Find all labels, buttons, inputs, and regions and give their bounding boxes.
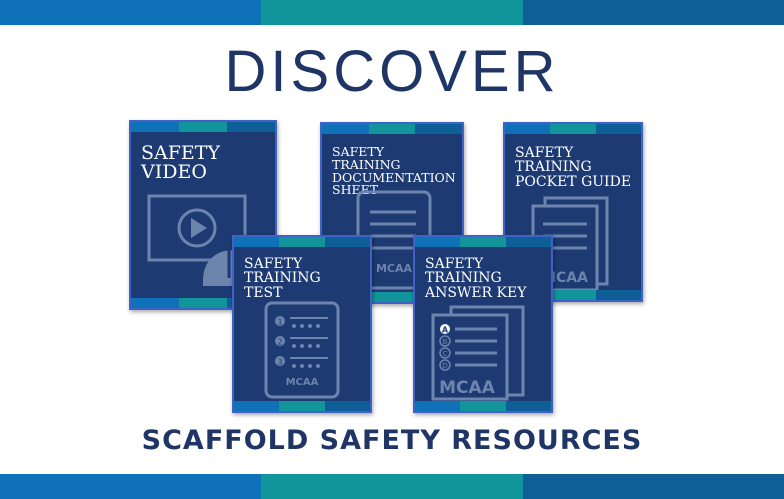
top-color-band — [0, 0, 784, 25]
card-answer-key[interactable]: SAFETY TRAINING ANSWER KEY A B C D MCAA — [413, 235, 553, 413]
card-title: SAFETY TRAINING POCKET GUIDE — [515, 145, 632, 190]
bottom-color-band — [0, 474, 784, 499]
subheadline: SCAFFOLD SAFETY RESOURCES — [141, 425, 643, 456]
question-number: 3 — [277, 358, 282, 367]
brand-logo: MCAA — [376, 262, 413, 275]
tablet-quiz-icon: 1 2 3 MCAA — [264, 301, 340, 399]
card-title: SAFETY VIDEO — [141, 142, 221, 184]
option-b: B — [443, 338, 448, 346]
option-c: C — [443, 350, 448, 358]
brand-logo: MCAA — [542, 270, 588, 286]
card-title: SAFETY TRAINING ANSWER KEY — [425, 256, 527, 301]
answer-sheet-icon: A B C D MCAA — [431, 305, 525, 401]
card-training-test[interactable]: SAFETY TRAINING TEST 1 2 3 MCAA — [232, 235, 372, 413]
stacked-pages-icon: MCAA — [531, 196, 609, 292]
card-title: SAFETY TRAINING TEST — [244, 256, 321, 301]
card-title: SAFETY TRAINING DOCUMENTATION SHEET — [332, 144, 456, 198]
question-number: 2 — [277, 338, 282, 347]
question-number: 1 — [277, 318, 282, 327]
headline: DISCOVER — [224, 39, 560, 104]
option-a: A — [442, 326, 449, 335]
brand-logo: MCAA — [286, 377, 319, 388]
brand-logo: MCAA — [439, 378, 496, 398]
option-d: D — [442, 362, 447, 370]
